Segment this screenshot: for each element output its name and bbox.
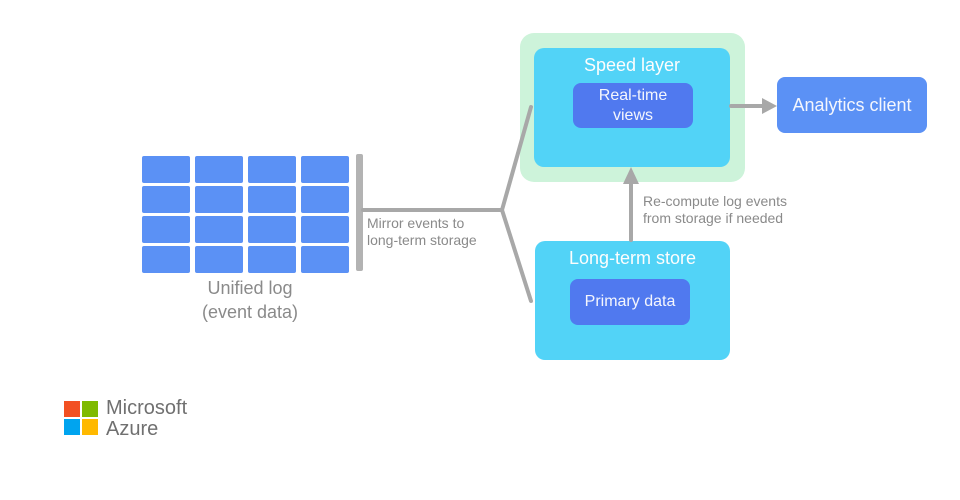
microsoft-azure-wordmark: Microsoft Azure bbox=[106, 398, 187, 440]
log-cell bbox=[195, 216, 243, 243]
ms-square-blue bbox=[64, 419, 80, 435]
log-cell bbox=[301, 216, 349, 243]
unified-log-grid bbox=[142, 156, 349, 273]
real-time-views-label-line2: views bbox=[612, 106, 653, 124]
fork-lower-line bbox=[500, 208, 533, 303]
analytics-client-box: Analytics client bbox=[777, 77, 927, 133]
unified-log-label: Unified log (event data) bbox=[145, 276, 355, 324]
unified-log-label-line2: (event data) bbox=[201, 302, 299, 322]
log-cell bbox=[248, 156, 296, 183]
log-cell bbox=[195, 246, 243, 273]
wordmark-line2: Azure bbox=[106, 418, 159, 440]
microsoft-logo-icon bbox=[64, 401, 98, 435]
log-cell bbox=[301, 186, 349, 213]
wordmark-line1: Microsoft bbox=[106, 397, 188, 419]
analytics-client-label: Analytics client bbox=[792, 94, 912, 115]
recompute-label: Re-compute log events from storage if ne… bbox=[643, 193, 787, 227]
recompute-label-line2: from storage if needed bbox=[643, 210, 784, 226]
log-cell bbox=[195, 156, 243, 183]
real-time-views-box: Real-time views bbox=[573, 83, 693, 128]
log-cell bbox=[142, 216, 190, 243]
speed-layer-title: Speed layer bbox=[583, 55, 681, 75]
ms-square-red bbox=[64, 401, 80, 417]
primary-data-label: Primary data bbox=[584, 293, 676, 310]
mirror-events-label: Mirror events to long-term storage bbox=[367, 215, 477, 249]
log-cell bbox=[195, 186, 243, 213]
real-time-views-label-line1: Real-time bbox=[598, 86, 668, 104]
speed-to-analytics-arrowhead bbox=[762, 98, 777, 114]
recompute-label-line1: Re-compute log events bbox=[643, 193, 787, 209]
log-cell bbox=[248, 186, 296, 213]
mirror-events-label-line2: long-term storage bbox=[367, 232, 477, 248]
log-cell bbox=[301, 246, 349, 273]
mirror-events-label-line1: Mirror events to bbox=[367, 215, 465, 231]
ms-square-yellow bbox=[82, 419, 98, 435]
unified-log-bar bbox=[356, 154, 363, 271]
log-cell bbox=[142, 246, 190, 273]
primary-data-box: Primary data bbox=[570, 279, 690, 325]
log-cell bbox=[301, 156, 349, 183]
long-term-store-title: Long-term store bbox=[568, 248, 697, 268]
log-cell bbox=[142, 156, 190, 183]
unified-log-label-line1: Unified log bbox=[207, 278, 293, 298]
log-cell bbox=[142, 186, 190, 213]
log-cell bbox=[248, 246, 296, 273]
ms-square-green bbox=[82, 401, 98, 417]
log-cell bbox=[248, 216, 296, 243]
